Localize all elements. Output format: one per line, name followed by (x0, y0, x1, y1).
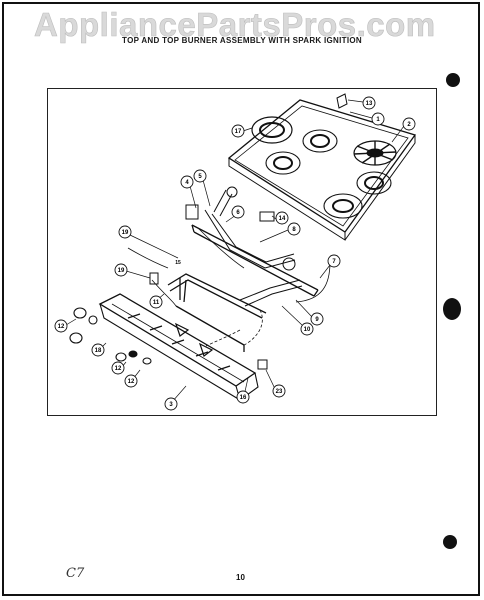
knobs (69, 307, 152, 365)
watermark: AppliancePartsPros.com (34, 6, 436, 44)
binder-hole-middle (443, 298, 461, 320)
svg-text:1: 1 (376, 117, 380, 123)
control-panel (98, 293, 259, 402)
svg-text:11: 11 (153, 300, 160, 306)
svg-text:13: 13 (366, 101, 373, 107)
callout-18: 18 (91, 343, 105, 357)
burner-cap (353, 140, 397, 166)
svg-text:23: 23 (276, 389, 283, 395)
svg-text:16: 16 (240, 395, 247, 401)
callout-9: 9 (310, 312, 324, 326)
panel-switches (127, 313, 231, 371)
page-title: TOP AND TOP BURNER ASSEMBLY WITH SPARK I… (122, 36, 362, 45)
burner-bases (251, 116, 392, 219)
handwritten-note: C7 (66, 566, 85, 581)
callout-6: 6 (231, 205, 245, 219)
page-border (2, 2, 480, 596)
svg-text:6: 6 (236, 210, 240, 216)
callout-17: 17 (231, 124, 245, 138)
cooktop (227, 99, 417, 241)
svg-text:14: 14 (279, 216, 286, 222)
svg-text:12: 12 (128, 379, 135, 385)
svg-text:10: 10 (304, 327, 311, 333)
svg-text:12: 12 (58, 324, 65, 330)
svg-text:17: 17 (235, 129, 242, 135)
callouts: 17 13 1 2 4 5 6 14 8 19 19 7 11 9 10 12 … (54, 96, 416, 411)
page-number: 10 (236, 573, 245, 582)
valves (149, 186, 296, 370)
svg-text:8: 8 (292, 227, 296, 233)
svg-text:15: 15 (175, 260, 181, 266)
callout-19-lower: 19 (114, 263, 128, 277)
callout-3: 3 (164, 397, 178, 411)
diagram-frame (47, 88, 437, 416)
callout-15: 15 (175, 260, 181, 266)
svg-text:2: 2 (407, 122, 411, 128)
svg-text:7: 7 (332, 259, 336, 265)
burner-tubes (204, 189, 303, 307)
manifold (167, 224, 319, 352)
callout-12-b: 12 (111, 361, 125, 375)
svg-text:3: 3 (169, 402, 173, 408)
callout-2: 2 (402, 117, 416, 131)
callout-12-c: 12 (124, 374, 138, 388)
binder-hole-top (446, 73, 460, 87)
binder-hole-bottom (443, 535, 457, 549)
svg-text:18: 18 (95, 348, 102, 354)
callout-8: 8 (287, 222, 301, 236)
callout-4: 4 (180, 175, 194, 189)
callout-16: 16 (236, 390, 250, 404)
callout-7: 7 (327, 254, 341, 268)
callout-1: 1 (371, 112, 385, 126)
callout-5: 5 (193, 169, 207, 183)
svg-text:12: 12 (115, 366, 122, 372)
callout-23: 23 (272, 384, 286, 398)
callout-10: 10 (300, 322, 314, 336)
svg-text:19: 19 (122, 230, 129, 236)
top-clip (336, 93, 348, 109)
callout-14: 14 (275, 211, 289, 225)
callout-11: 11 (149, 295, 163, 309)
callout-19-upper: 19 (118, 225, 132, 239)
svg-text:5: 5 (198, 174, 202, 180)
callout-12-a: 12 (54, 319, 68, 333)
svg-text:19: 19 (118, 268, 125, 274)
callout-13: 13 (362, 96, 376, 110)
leader-lines (65, 99, 405, 403)
svg-text:4: 4 (185, 180, 189, 186)
svg-text:9: 9 (315, 317, 319, 323)
